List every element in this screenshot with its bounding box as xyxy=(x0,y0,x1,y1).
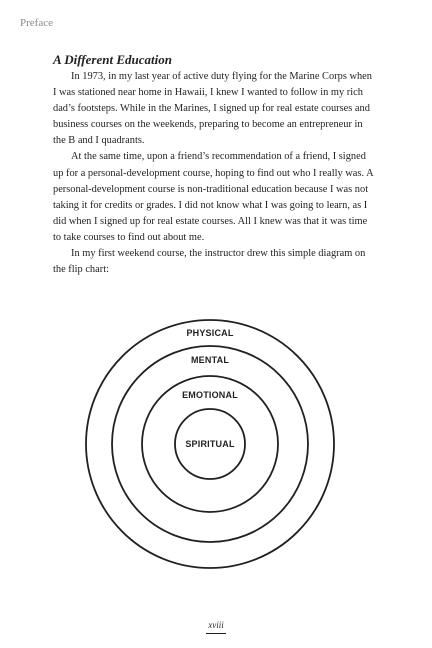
label-emotional: EMOTIONAL xyxy=(182,390,238,400)
label-physical: PHYSICAL xyxy=(186,328,233,338)
paragraph-3: In my first weekend course, the instruct… xyxy=(53,248,366,276)
diagram-svg: PHYSICAL MENTAL EMOTIONAL SPIRITUAL xyxy=(85,319,335,569)
ring-mental xyxy=(111,345,309,543)
main-content: A Different Education In 1973, in my las… xyxy=(53,52,373,278)
ring-physical xyxy=(85,319,335,569)
label-mental: MENTAL xyxy=(191,355,229,365)
ring-emotional xyxy=(141,375,279,513)
paragraph-1: In 1973, in my last year of active duty … xyxy=(53,71,372,147)
page-number-underline xyxy=(206,633,226,634)
running-header: Preface xyxy=(20,17,53,29)
paragraph-2: At the same time, upon a friend’s recomm… xyxy=(53,151,374,243)
section-title: A Different Education xyxy=(53,52,172,67)
page-number: xviii xyxy=(208,620,224,630)
ring-spiritual xyxy=(174,408,246,480)
concentric-circles-diagram: PHYSICAL MENTAL EMOTIONAL SPIRITUAL xyxy=(80,318,340,570)
label-spiritual: SPIRITUAL xyxy=(185,439,235,449)
